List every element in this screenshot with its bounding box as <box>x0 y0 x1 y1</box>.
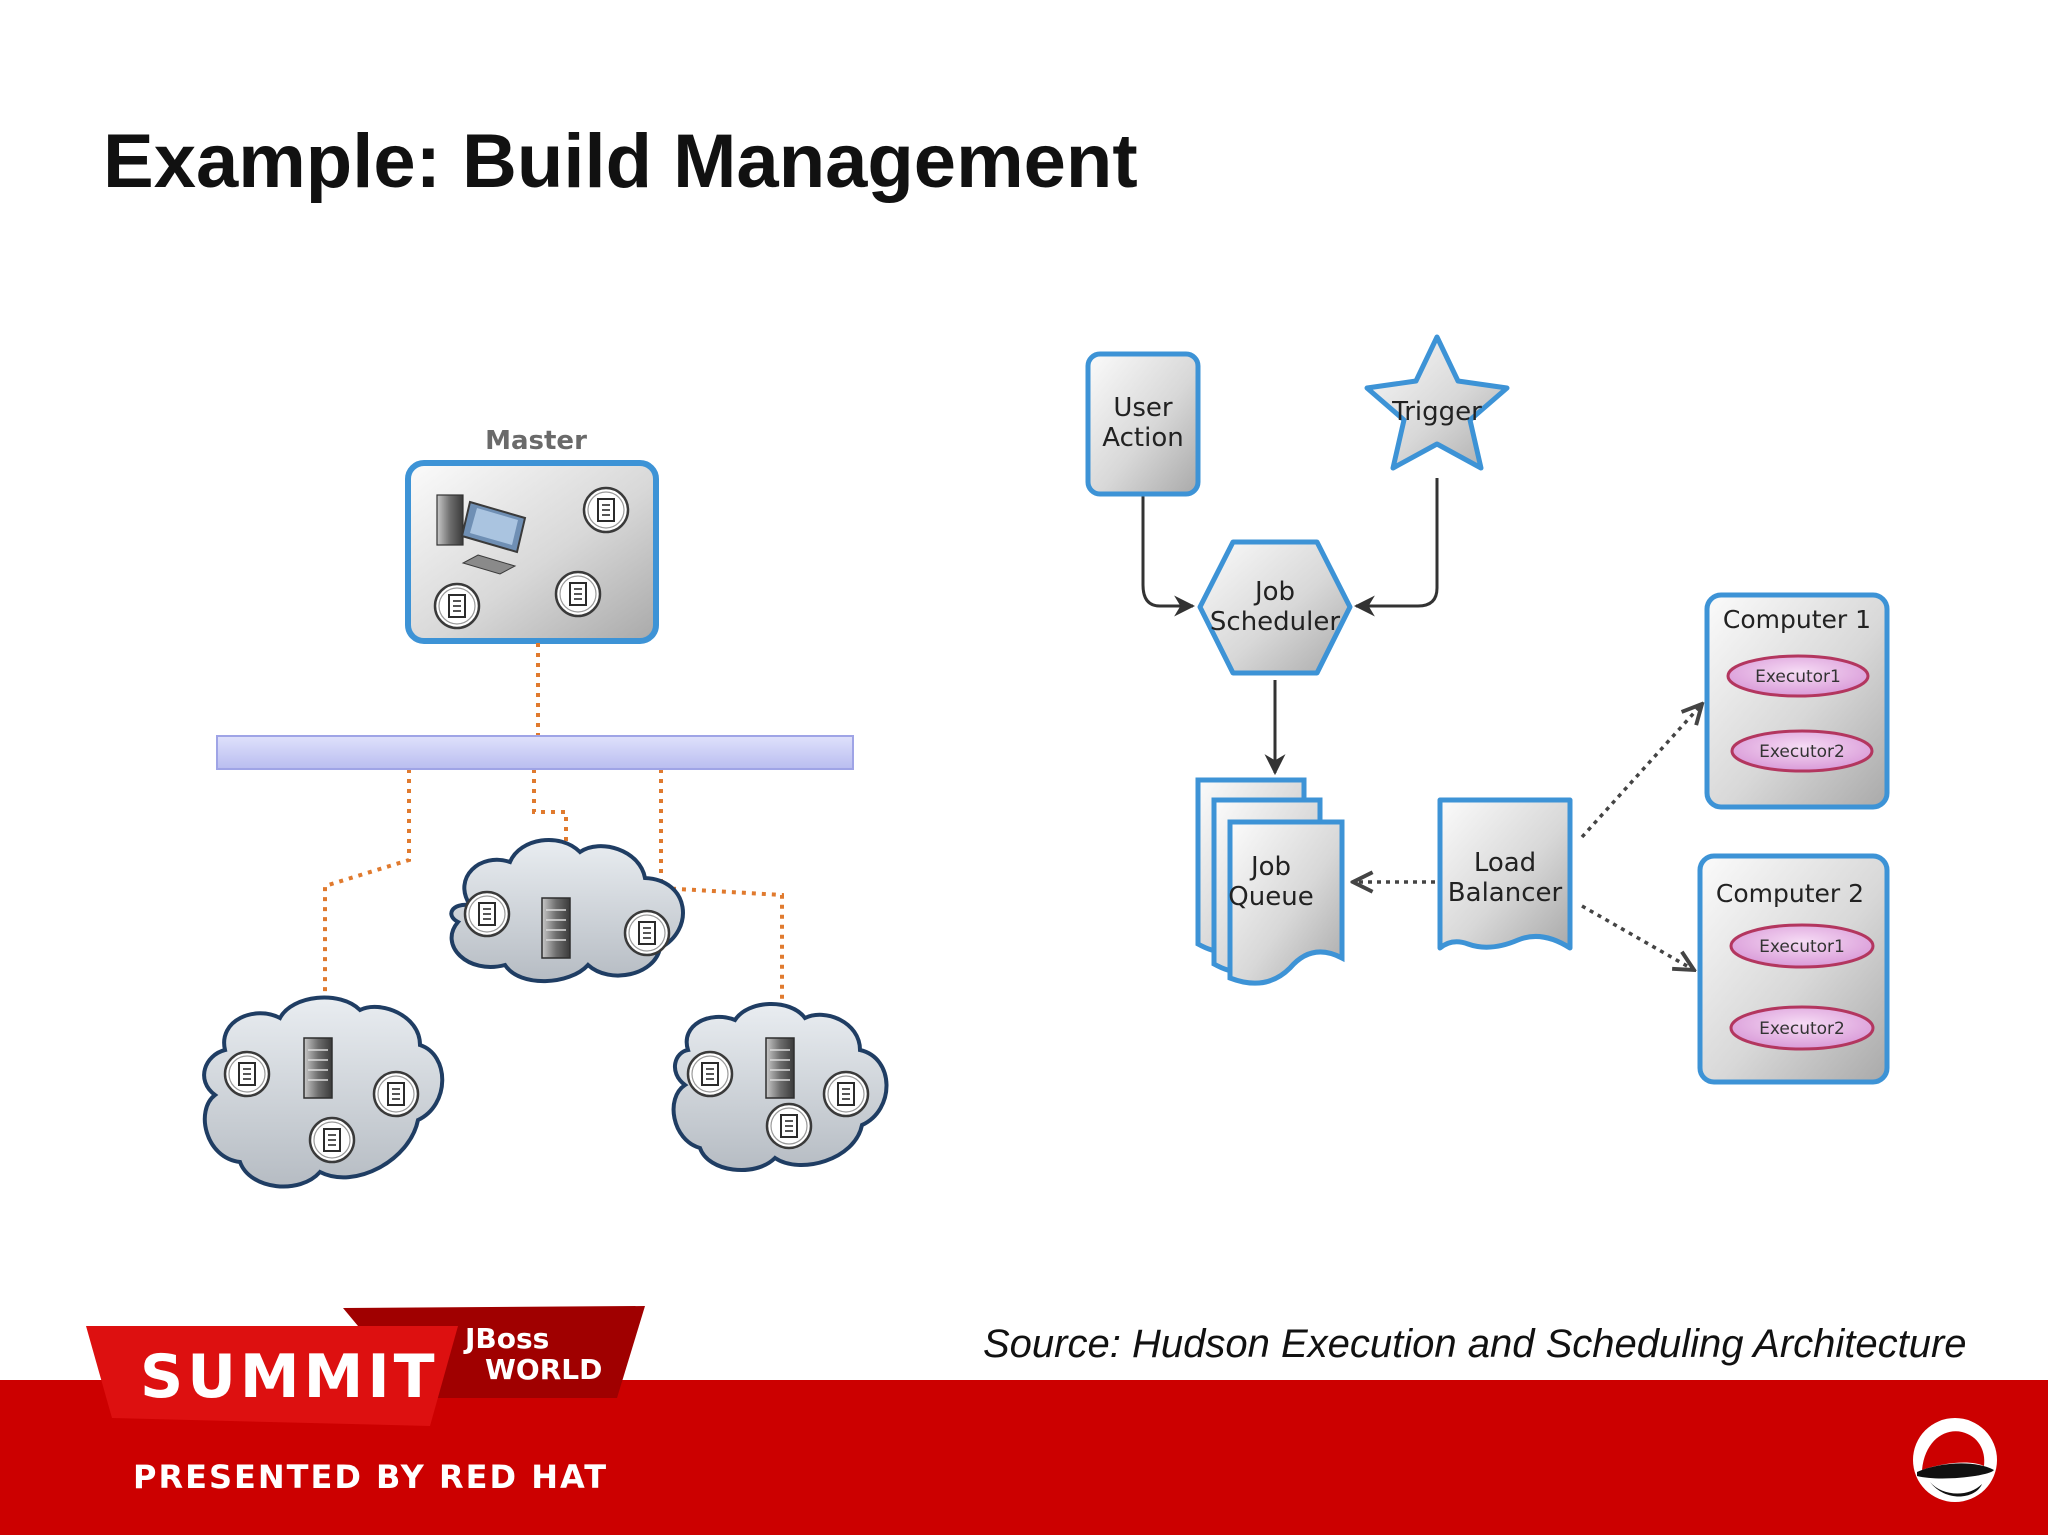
computer-2-executor-2: Executor2 <box>1759 1019 1845 1039</box>
computer-2-node: Computer 2 Executor1 Executor2 <box>1697 853 1890 1085</box>
workstation-icon <box>436 494 527 575</box>
job-queue-line1: Job <box>1249 852 1291 882</box>
connectors <box>1141 478 1702 970</box>
summit-logo: SUMMIT JBoss WORLD <box>86 1306 645 1426</box>
presented-by-text: PRESENTED BY RED HAT <box>133 1458 608 1496</box>
user-action-line1: User <box>1113 393 1173 423</box>
computer-1-name: Computer 1 <box>1723 605 1871 634</box>
load-balancer-node: Load Balancer <box>1437 797 1573 951</box>
document-icon <box>765 1102 813 1150</box>
footer: SUMMIT JBoss WORLD PRESENTED BY RED HAT <box>0 1306 2048 1535</box>
job-scheduler-line1: Job <box>1253 577 1295 607</box>
job-queue-line2: Queue <box>1228 882 1313 912</box>
document-icon <box>372 1070 420 1118</box>
document-icon <box>463 890 511 938</box>
computer-1-node: Computer 1 Executor1 Executor2 <box>1704 592 1890 810</box>
network-bar <box>216 735 854 770</box>
page-title: Example: Build Management <box>103 119 1138 204</box>
master-node <box>405 460 659 644</box>
computer-2-name: Computer 2 <box>1716 879 1864 908</box>
document-icon <box>223 1050 271 1098</box>
load-balancer-line2: Balancer <box>1448 878 1563 908</box>
user-action-line2: Action <box>1102 423 1183 453</box>
computer-1-executor-2: Executor2 <box>1759 742 1845 762</box>
slave-links <box>323 643 784 1022</box>
document-icon <box>433 582 481 630</box>
trigger-node: Trigger <box>1364 334 1510 471</box>
document-icon <box>822 1070 870 1118</box>
job-scheduler-line2: Scheduler <box>1210 607 1340 637</box>
redhat-shadowman-icon <box>1913 1418 1997 1502</box>
jboss-text: JBoss <box>463 1322 549 1355</box>
server-icon <box>541 897 571 959</box>
master-label: Master <box>485 426 587 456</box>
document-icon <box>582 486 630 534</box>
master-slave-diagram: Master <box>202 426 889 1189</box>
computer-2-executor-1: Executor1 <box>1759 937 1845 957</box>
document-icon <box>623 909 671 957</box>
job-scheduler-node: Job Scheduler <box>1197 539 1353 676</box>
load-balancer-line1: Load <box>1474 848 1536 878</box>
scheduling-diagram: User Action Trigger Job Scheduler Job Qu… <box>1085 334 1890 1085</box>
user-action-node: User Action <box>1085 351 1201 497</box>
source-caption: Source: Hudson Execution and Scheduling … <box>983 1322 1967 1366</box>
slave-cloud <box>202 995 445 1189</box>
summit-text: SUMMIT <box>140 1342 439 1412</box>
job-queue-node: Job Queue <box>1195 777 1345 986</box>
document-icon <box>686 1050 734 1098</box>
slave-cloud <box>449 837 685 984</box>
computer-1-executor-1: Executor1 <box>1755 667 1841 687</box>
slave-cloud <box>671 1002 889 1172</box>
document-icon <box>554 570 602 618</box>
world-text: WORLD <box>485 1353 602 1386</box>
server-icon <box>765 1037 795 1099</box>
trigger-label: Trigger <box>1391 397 1482 427</box>
document-icon <box>308 1116 356 1164</box>
server-icon <box>303 1037 333 1099</box>
